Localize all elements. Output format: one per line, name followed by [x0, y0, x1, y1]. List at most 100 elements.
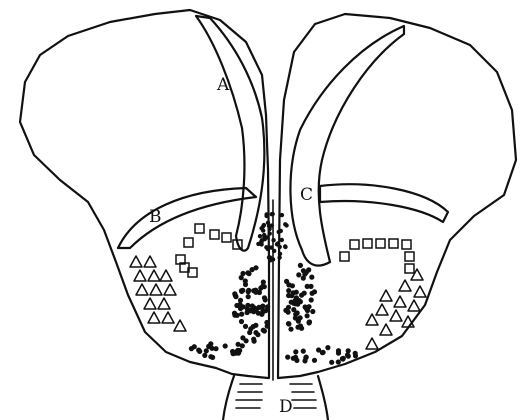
dot-marker: [260, 284, 265, 289]
dot-marker: [236, 351, 241, 356]
dot-marker: [310, 309, 315, 314]
dot-marker: [346, 354, 351, 359]
triangle-marker: [414, 286, 426, 297]
dot-marker: [312, 289, 317, 294]
dot-marker: [239, 319, 244, 324]
dot-marker: [280, 213, 284, 217]
triangle-marker: [130, 256, 142, 267]
dot-marker: [262, 295, 267, 300]
dot-marker: [336, 348, 341, 353]
triangle-marker: [380, 290, 392, 301]
dot-marker: [275, 242, 279, 246]
dot-marker: [264, 212, 268, 216]
dot-marker: [246, 271, 251, 276]
dot-marker: [346, 348, 351, 353]
dot-marker: [243, 282, 248, 287]
dot-marker: [286, 288, 291, 293]
dot-marker: [239, 275, 244, 280]
dot-marker: [251, 337, 256, 342]
right-crescent: [320, 184, 448, 222]
dot-marker: [253, 323, 258, 328]
dot-marker: [329, 360, 334, 365]
dot-marker: [271, 238, 275, 242]
triangle-marker: [160, 270, 172, 281]
dot-marker: [258, 234, 262, 238]
dot-marker: [293, 315, 298, 320]
dot-marker: [248, 326, 253, 331]
structure-d-hatching: [236, 384, 316, 408]
dot-marker: [293, 349, 298, 354]
dot-marker: [298, 323, 303, 328]
dot-marker: [264, 320, 269, 325]
square-marker: [210, 230, 219, 239]
dot-marker: [316, 347, 321, 352]
dot-marker: [209, 346, 214, 351]
dot-marker: [262, 328, 267, 333]
triangle-marker: [408, 300, 420, 311]
dot-marker: [232, 311, 237, 316]
square-marker: [389, 239, 398, 248]
dot-marker: [250, 267, 255, 272]
label-d: D: [279, 397, 293, 417]
triangle-marker: [136, 284, 148, 295]
dot-marker: [286, 293, 291, 298]
structure-d-outline: [223, 376, 328, 420]
triangle-marker: [144, 298, 156, 309]
triangle-marker: [150, 284, 162, 295]
dot-marker: [294, 290, 299, 295]
dot-marker: [260, 238, 264, 242]
structure-b: [118, 188, 256, 248]
dot-marker: [280, 238, 284, 242]
square-marker: [350, 240, 359, 249]
dot-marker: [302, 272, 307, 277]
dot-marker: [309, 297, 314, 302]
triangle-marker: [174, 320, 186, 331]
dot-marker: [286, 282, 291, 287]
dot-marker: [197, 349, 202, 354]
dot-marker: [261, 228, 265, 232]
label-a: A: [216, 75, 230, 95]
dot-marker: [240, 288, 245, 293]
dot-marker: [256, 311, 261, 316]
square-marker: [184, 238, 193, 247]
triangle-marker: [399, 280, 411, 291]
triangle-marker: [148, 312, 160, 323]
dot-marker: [298, 299, 303, 304]
dot-marker: [268, 258, 272, 262]
dot-marker: [295, 310, 300, 315]
dot-marker: [208, 341, 213, 346]
triangle-marker: [148, 270, 160, 281]
dot-marker: [305, 284, 310, 289]
dot-marker: [296, 272, 301, 277]
triangle-marker: [394, 296, 406, 307]
dot-marker: [301, 349, 306, 354]
dot-marker: [279, 229, 283, 233]
dot-marker: [240, 343, 245, 348]
dot-marker: [262, 223, 266, 227]
dot-marker: [305, 308, 310, 313]
triangle-marker: [164, 284, 176, 295]
square-marker: [405, 264, 414, 273]
dot-marker: [298, 263, 303, 268]
right-hemisphere-outline: [278, 14, 516, 378]
square-marker: [222, 233, 231, 242]
dot-marker: [256, 242, 260, 246]
dot-marker: [266, 221, 270, 225]
dot-marker: [321, 350, 326, 355]
dot-marker: [302, 358, 307, 363]
triangle-marker: [162, 312, 174, 323]
dot-marker: [299, 293, 304, 298]
square-marker: [402, 240, 411, 249]
dot-marker: [239, 312, 244, 317]
dot-marker: [248, 308, 253, 313]
dot-marker: [246, 288, 251, 293]
triangle-marker: [411, 269, 423, 280]
dot-marker: [286, 321, 291, 326]
dot-marker: [268, 231, 272, 235]
dot-marker: [305, 313, 310, 318]
dot-marker: [260, 308, 265, 313]
dot-marker: [353, 351, 358, 356]
triangle-marker: [366, 338, 378, 349]
dot-marker: [298, 315, 303, 320]
label-b: B: [149, 207, 162, 227]
